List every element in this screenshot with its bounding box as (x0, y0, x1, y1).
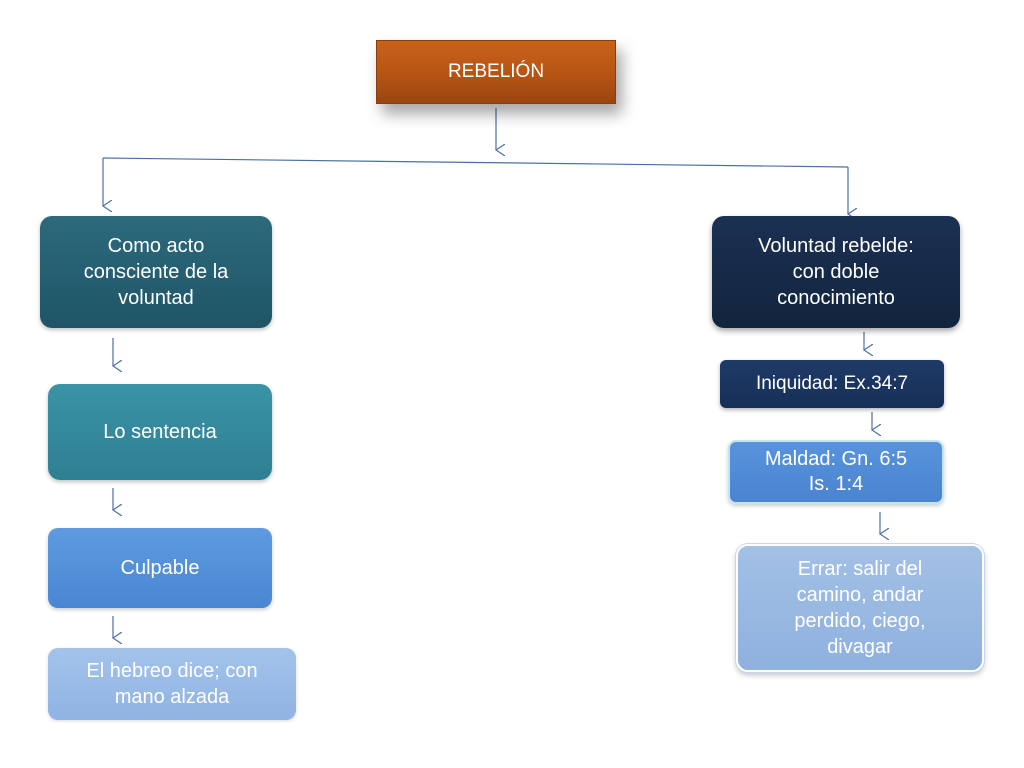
node-text-line: divagar (827, 636, 893, 658)
node-text-line: perdido, ciego, (794, 610, 926, 632)
node-text-line: El hebreo dice; con (86, 660, 258, 682)
node-text-line: consciente de la (83, 261, 229, 283)
node-label: Culpable (120, 557, 200, 579)
node-text-line: con doble (792, 261, 880, 283)
node-errar: Errar: salir del camino, andar perdido, … (736, 544, 984, 672)
node-text-line: Maldad: Gn. 6:5 (764, 448, 908, 470)
node-iniquidad: Iniquidad: Ex.34:7 (720, 360, 944, 408)
root-node-rebelion: REBELIÓN (376, 40, 616, 104)
node-el-hebreo-dice: El hebreo dice; con mano alzada (48, 648, 296, 720)
node-text-line: conocimiento (777, 287, 895, 309)
node-text-line: Errar: salir del (797, 558, 923, 580)
node-label: Lo sentencia (103, 421, 217, 443)
node-culpable: Culpable (48, 528, 272, 608)
node-text-line: camino, andar (796, 584, 924, 606)
node-maldad: Maldad: Gn. 6:5 Is. 1:4 (728, 440, 944, 504)
node-voluntad-rebelde: Voluntad rebelde: con doble conocimiento (712, 216, 960, 328)
node-text-line: Como acto (107, 235, 205, 257)
node-text-line: voluntad (118, 287, 194, 309)
node-text-line: Voluntad rebelde: (758, 235, 914, 257)
connector-horizontal (102, 157, 849, 168)
root-node-label: REBELIÓN (447, 60, 545, 82)
node-text-line: Is. 1:4 (808, 473, 864, 495)
node-lo-sentencia: Lo sentencia (48, 384, 272, 480)
node-como-acto-consciente: Como acto consciente de la voluntad (40, 216, 272, 328)
node-text-line: mano alzada (114, 686, 230, 708)
node-label: Iniquidad: Ex.34:7 (755, 372, 909, 394)
